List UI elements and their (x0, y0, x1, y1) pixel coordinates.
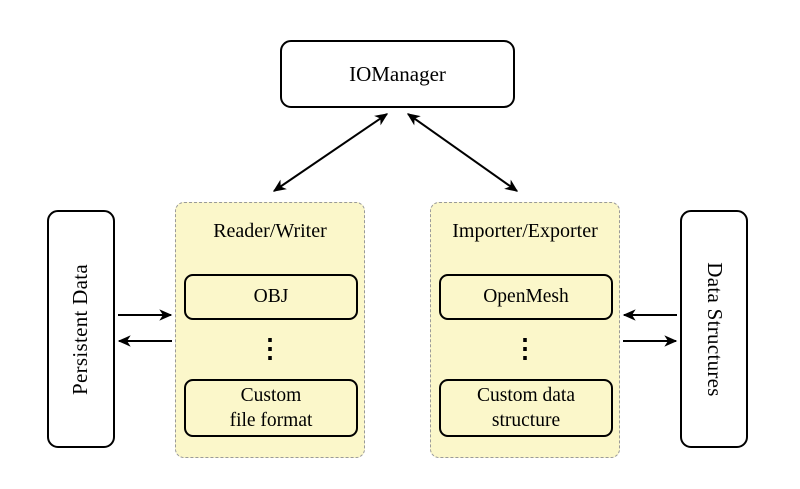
importer-exporter-title: Importer/Exporter (452, 220, 598, 242)
iomanager-label: IOManager (349, 61, 446, 86)
importer-exporter-group: Importer/Exporter OpenMesh ⋮ Custom data… (430, 202, 620, 458)
vertical-ellipsis: ⋮ (257, 334, 283, 363)
custom-file-format-node: Custom file format (184, 379, 358, 437)
reader-writer-group: Reader/Writer OBJ ⋮ Custom file format (175, 202, 365, 458)
openmesh-label: OpenMesh (483, 286, 569, 307)
arrow-iomanager-readerwriter (272, 113, 389, 192)
persistent-data-node: Persistent Data (47, 210, 115, 448)
data-structures-node: Data Structures (680, 210, 748, 448)
arrow-iomanager-importerexporter (406, 113, 519, 192)
obj-label: OBJ (253, 286, 289, 307)
persistent-data-label: Persistent Data (68, 263, 93, 395)
custom-file-format-line2: file format (229, 410, 313, 431)
custom-data-structure-line1: Custom data (476, 385, 576, 406)
reader-writer-title: Reader/Writer (213, 220, 327, 242)
custom-data-structure-line2: structure (491, 410, 561, 431)
vertical-ellipsis: ⋮ (512, 334, 538, 363)
obj-node: OBJ (184, 274, 358, 320)
data-structures-label: Data Structures (702, 261, 727, 397)
custom-file-format-line1: Custom (240, 385, 302, 406)
iomanager-node: IOManager (280, 40, 515, 108)
custom-data-structure-node: Custom data structure (439, 379, 613, 437)
openmesh-node: OpenMesh (439, 274, 613, 320)
